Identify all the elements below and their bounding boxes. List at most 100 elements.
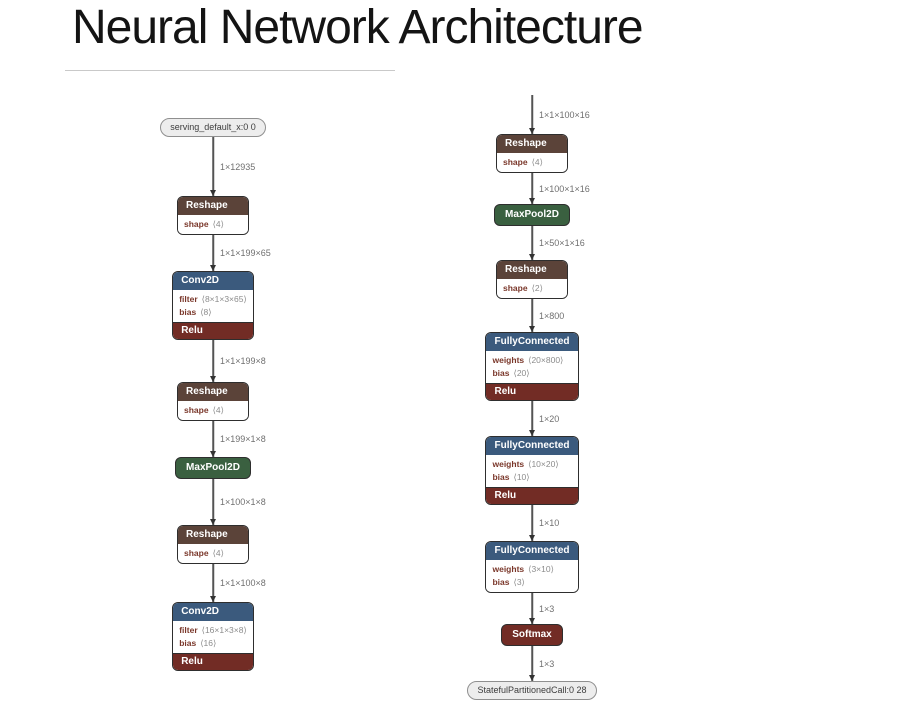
attribute-row: weights⟨20×800⟩ bbox=[492, 354, 571, 367]
arrowhead-down-icon bbox=[529, 430, 535, 436]
reshape-node: Reshape shape⟨4⟩ bbox=[177, 196, 249, 235]
arrowhead-down-icon bbox=[529, 618, 535, 624]
edge-line bbox=[531, 401, 533, 436]
node-type-header: FullyConnected bbox=[486, 333, 578, 351]
node-attributes: weights⟨3×10⟩bias⟨3⟩ bbox=[486, 560, 578, 592]
attribute-value: ⟨2⟩ bbox=[531, 283, 543, 293]
attribute-row: shape⟨2⟩ bbox=[503, 282, 561, 295]
edge: 1×50×1×16 bbox=[447, 226, 617, 260]
attribute-name: shape bbox=[503, 283, 528, 293]
node-attributes: filter⟨8×1×3×65⟩bias⟨8⟩ bbox=[173, 290, 253, 322]
edge-shape-label: 1×100×1×8 bbox=[220, 497, 266, 507]
attribute-row: filter⟨16×1×3×8⟩ bbox=[179, 624, 247, 637]
node-attributes: shape⟨2⟩ bbox=[497, 279, 567, 298]
tensor-pill-node: serving_default_x:0 0 bbox=[160, 118, 266, 137]
edge-shape-label: 1×199×1×8 bbox=[220, 434, 266, 444]
attribute-name: filter bbox=[179, 294, 198, 304]
edge-shape-label: 1×3 bbox=[539, 603, 555, 614]
edge-line bbox=[212, 340, 214, 382]
node-type-header: Reshape bbox=[178, 383, 248, 401]
edge-shape-label: 1×1×100×8 bbox=[220, 578, 266, 588]
edge-line bbox=[531, 299, 533, 332]
node-attributes: filter⟨16×1×3×8⟩bias⟨16⟩ bbox=[173, 621, 253, 653]
edge-shape-label: 1×100×1×16 bbox=[539, 183, 590, 194]
edge-line bbox=[531, 646, 533, 681]
node-type-header: Conv2D bbox=[173, 603, 253, 621]
arrowhead-down-icon bbox=[210, 376, 216, 382]
attribute-name: weights bbox=[492, 459, 525, 469]
attribute-row: weights⟨10×20⟩ bbox=[492, 458, 571, 471]
edge: 1×3 bbox=[447, 593, 617, 624]
attribute-name: bias bbox=[179, 638, 197, 648]
arrowhead-down-icon bbox=[210, 451, 216, 457]
node-attributes: weights⟨10×20⟩bias⟨10⟩ bbox=[486, 455, 578, 487]
edge-shape-label: 1×1×199×65 bbox=[220, 248, 271, 258]
edge: 1×12935 bbox=[128, 137, 298, 196]
attribute-row: weights⟨3×10⟩ bbox=[492, 563, 571, 576]
attribute-row: shape⟨4⟩ bbox=[184, 218, 242, 231]
edge-shape-label: 1×50×1×16 bbox=[539, 238, 585, 248]
attribute-name: bias bbox=[492, 472, 510, 482]
node-attributes: shape⟨4⟩ bbox=[178, 215, 248, 234]
edge-shape-label: 1×3 bbox=[539, 658, 555, 669]
attribute-row: shape⟨4⟩ bbox=[184, 404, 242, 417]
attribute-row: shape⟨4⟩ bbox=[503, 156, 561, 169]
edge-line bbox=[531, 593, 533, 624]
attribute-value: ⟨20⟩ bbox=[513, 368, 530, 378]
attribute-row: bias⟨16⟩ bbox=[179, 637, 247, 650]
attribute-value: ⟨8×1×3×65⟩ bbox=[201, 294, 247, 304]
page-title: Neural Network Architecture bbox=[72, 1, 644, 54]
arrowhead-down-icon bbox=[529, 675, 535, 681]
node-attributes: weights⟨20×800⟩bias⟨20⟩ bbox=[486, 351, 578, 383]
edge-line bbox=[531, 505, 533, 541]
edge-line bbox=[212, 564, 214, 602]
attribute-row: bias⟨3⟩ bbox=[492, 576, 571, 589]
node-type-header: FullyConnected bbox=[486, 542, 578, 560]
attribute-value: ⟨16×1×3×8⟩ bbox=[201, 625, 247, 635]
attribute-name: shape bbox=[184, 405, 209, 415]
attribute-row: bias⟨8⟩ bbox=[179, 306, 247, 319]
tensor-pill-node: StatefulPartitionedCall:0 28 bbox=[467, 681, 597, 700]
edge: 1×100×1×16 bbox=[447, 173, 617, 204]
reshape-node: Reshape shape⟨2⟩ bbox=[496, 260, 568, 299]
edge: 1×1×100×8 bbox=[128, 564, 298, 602]
node-type-header: Reshape bbox=[497, 135, 567, 153]
edge: 1×1×100×16 bbox=[447, 95, 617, 134]
attribute-row: filter⟨8×1×3×65⟩ bbox=[179, 293, 247, 306]
maxpool2d-node: MaxPool2D bbox=[494, 204, 570, 226]
arrowhead-down-icon bbox=[529, 326, 535, 332]
edge: 1×10 bbox=[447, 505, 617, 541]
attribute-name: bias bbox=[492, 577, 510, 587]
reshape-node: Reshape shape⟨4⟩ bbox=[496, 134, 568, 173]
title-underline bbox=[65, 70, 395, 71]
attribute-value: ⟨10⟩ bbox=[513, 472, 530, 482]
activation-footer: Relu bbox=[486, 383, 578, 400]
edge: 1×1×199×65 bbox=[128, 235, 298, 271]
attribute-value: ⟨4⟩ bbox=[531, 157, 543, 167]
attribute-value: ⟨8⟩ bbox=[200, 307, 212, 317]
node-type-header: Reshape bbox=[497, 261, 567, 279]
attribute-name: shape bbox=[184, 548, 209, 558]
activation-footer: Relu bbox=[173, 653, 253, 670]
node-attributes: shape⟨4⟩ bbox=[178, 544, 248, 563]
edge-shape-label: 1×12935 bbox=[220, 161, 256, 172]
attribute-value: ⟨4⟩ bbox=[212, 548, 224, 558]
node-type-header: Reshape bbox=[178, 197, 248, 215]
edge: 1×199×1×8 bbox=[128, 421, 298, 457]
edge-line bbox=[531, 173, 533, 204]
edge: 1×800 bbox=[447, 299, 617, 332]
arrowhead-down-icon bbox=[210, 190, 216, 196]
attribute-value: ⟨10×20⟩ bbox=[528, 459, 559, 469]
attribute-name: weights bbox=[492, 355, 525, 365]
edge-line bbox=[212, 235, 214, 271]
attribute-name: shape bbox=[184, 219, 209, 229]
edge-shape-label: 1×800 bbox=[539, 310, 565, 321]
attribute-name: bias bbox=[492, 368, 510, 378]
edge-shape-label: 1×10 bbox=[539, 518, 560, 528]
edge-shape-label: 1×20 bbox=[539, 413, 560, 424]
